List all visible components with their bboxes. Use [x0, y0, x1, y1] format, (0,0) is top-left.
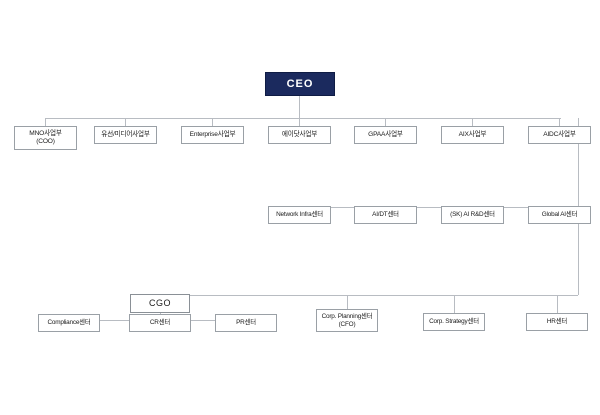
- node-division-adot[interactable]: 에이닷사업부: [268, 126, 331, 144]
- connector-division-drop-1: [45, 118, 46, 126]
- connector-level1-bus: [45, 118, 561, 119]
- node-center-corp-strategy[interactable]: Corp. Strategy센터: [423, 313, 485, 331]
- node-center-ai-dt[interactable]: AI/DT센터: [354, 206, 417, 224]
- connector-division-drop-4: [299, 118, 300, 126]
- node-center-cr[interactable]: CR센터: [129, 314, 191, 332]
- node-division-enterprise[interactable]: Enterprise사업부: [181, 126, 244, 144]
- node-cgo[interactable]: CGO: [130, 294, 190, 313]
- node-center-corp-planning[interactable]: Corp. Planning센터 (CFO): [316, 309, 378, 332]
- connector-level2-bus: [299, 207, 578, 208]
- connector-division-drop-7: [559, 118, 560, 126]
- node-division-aidc[interactable]: AIDC사업부: [528, 126, 591, 144]
- node-center-sk-ai-rnd[interactable]: (SK) AI R&D센터: [441, 206, 504, 224]
- connector-right-spine-upper: [578, 118, 579, 207]
- node-center-global-ai[interactable]: Global AI센터: [528, 206, 591, 224]
- node-division-gpaa[interactable]: GPAA사업부: [354, 126, 417, 144]
- connector-division-drop-2: [125, 118, 126, 126]
- connector-staff-drop-2: [454, 295, 455, 313]
- connector-division-drop-6: [472, 118, 473, 126]
- connector-division-drop-5: [385, 118, 386, 126]
- connector-staff-drop-1: [347, 295, 348, 309]
- connector-ceo-stem: [299, 96, 300, 118]
- node-division-mno[interactable]: MNO사업부 (COO): [14, 126, 77, 150]
- node-center-hr[interactable]: HR센터: [526, 313, 588, 331]
- node-division-wireline-media[interactable]: 유선/미디어사업부: [94, 126, 157, 144]
- connector-division-drop-3: [212, 118, 213, 126]
- connector-staff-bus: [160, 295, 578, 296]
- connector-staff-drop-3: [557, 295, 558, 313]
- connector-right-spine-lower: [578, 207, 579, 295]
- node-division-aix[interactable]: AIX사업부: [441, 126, 504, 144]
- node-center-network-infra[interactable]: Network Infra센터: [268, 206, 331, 224]
- node-center-compliance[interactable]: Compliance센터: [38, 314, 100, 332]
- node-center-pr[interactable]: PR센터: [215, 314, 277, 332]
- node-ceo[interactable]: CEO: [265, 72, 335, 96]
